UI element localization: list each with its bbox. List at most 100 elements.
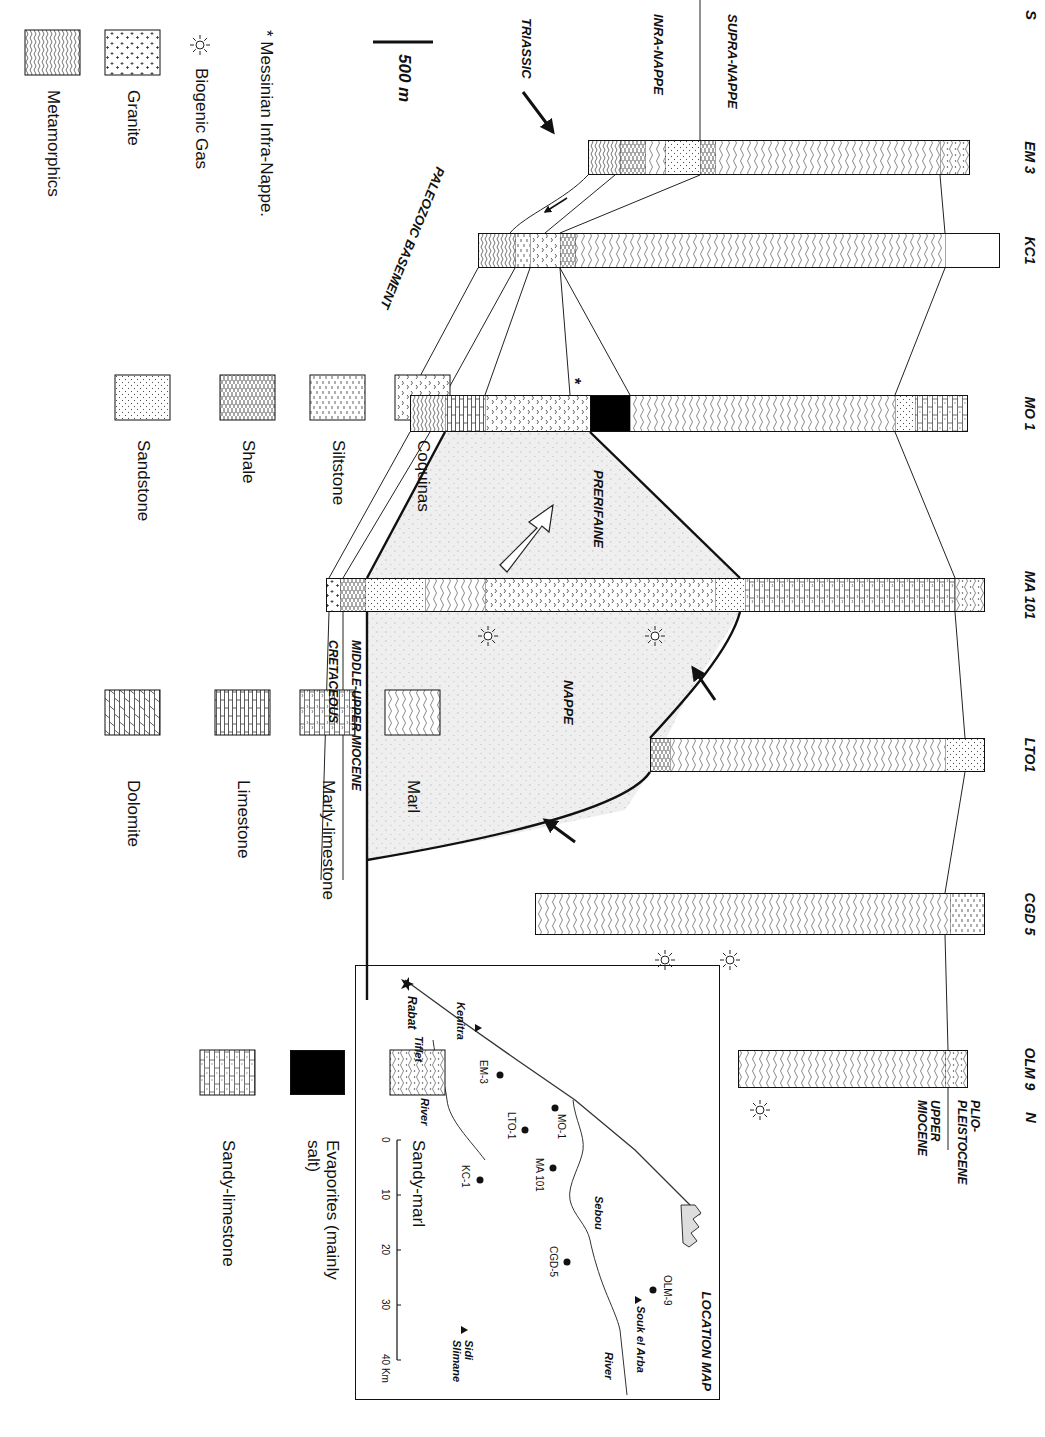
well-name: LTO1	[1022, 738, 1037, 773]
well-dot	[477, 1177, 484, 1184]
legend-label: Limestone	[233, 780, 252, 858]
coastline	[405, 980, 700, 1215]
gas-ray	[753, 1114, 756, 1117]
map-label: 40 Km	[380, 1354, 391, 1383]
map-label: Kenitra	[455, 1002, 467, 1040]
map-label: River	[603, 1352, 615, 1380]
lithology-unit	[620, 140, 645, 175]
legend-pattern	[215, 690, 270, 735]
section-label: INRA-NAPPE	[651, 14, 665, 95]
lithology-unit	[365, 578, 425, 612]
column-outline	[411, 396, 968, 432]
well-dot	[650, 1287, 657, 1294]
well-column: OLM 9	[738, 1050, 968, 1088]
map-symbols	[401, 977, 657, 1334]
map-label: Sidi Slimane	[451, 1340, 475, 1382]
well-name: MA 101	[1022, 571, 1037, 620]
map-label: CGD-5	[548, 1246, 559, 1277]
map-label: LTO-1	[506, 1112, 517, 1139]
map-label: MO-1	[556, 1114, 567, 1139]
legend-label: Coquinas	[413, 440, 432, 512]
hollow-arrow	[500, 505, 553, 572]
legend-swatch	[290, 1050, 345, 1095]
gas-symbol	[478, 626, 498, 646]
well-column: KC1	[478, 233, 1000, 268]
town-marker	[475, 1024, 482, 1032]
lithology-unit	[955, 578, 985, 612]
well-name: EM 3	[1022, 141, 1037, 174]
column-outline	[739, 1051, 968, 1088]
lithology-unit	[340, 578, 365, 612]
gas-symbols	[478, 626, 770, 1120]
gas-symbol	[190, 35, 210, 55]
gas-ray	[669, 953, 672, 956]
gas-ray	[671, 960, 675, 961]
gas-ray	[723, 964, 726, 967]
section-label: UPPER MIOCENE	[915, 1100, 941, 1170]
triassic-arrow	[523, 92, 553, 132]
lithology-unit	[895, 395, 915, 432]
lithology-unit	[445, 395, 485, 432]
gas-core	[651, 632, 659, 640]
well-dot	[550, 1165, 557, 1172]
gas-core	[661, 956, 669, 964]
gas-ray	[494, 636, 498, 637]
nappe-region	[367, 432, 740, 860]
lithology-unit	[715, 578, 745, 612]
column-outline	[327, 579, 985, 612]
map-title: LOCATION MAP	[699, 1292, 713, 1391]
lithology-unit	[950, 893, 985, 935]
lithology-unit	[945, 738, 985, 772]
lithology-unit	[738, 1050, 945, 1088]
well-column: EM 3	[588, 140, 970, 175]
cliff-hatch	[681, 1205, 701, 1247]
map-label: OLM-9	[662, 1275, 673, 1306]
gas-ray	[200, 35, 201, 39]
nappe-fill	[367, 432, 740, 860]
gas-ray	[488, 626, 489, 630]
column-outline	[589, 141, 970, 175]
gas-ray	[760, 1100, 761, 1104]
city-star	[401, 977, 414, 991]
gas-ray	[204, 49, 207, 52]
lithology-unit	[700, 140, 715, 175]
thrust-arrow	[693, 668, 715, 700]
well-name: CGD 5	[1022, 893, 1037, 936]
lithology-unit	[915, 395, 968, 432]
correlation-lines	[321, 0, 965, 1150]
section-label: *	[565, 378, 583, 384]
gas-ray	[730, 950, 731, 954]
gas-ray	[206, 45, 210, 46]
well-name: OLM 9	[1022, 1048, 1037, 1091]
lithology-unit	[945, 1050, 968, 1088]
well-column: LTO1	[650, 738, 985, 772]
triassic-fault	[510, 175, 588, 233]
gas-ray	[492, 629, 495, 632]
town-marker	[635, 1296, 642, 1304]
section-label: CRETACEOUS	[326, 640, 339, 723]
legend-label: Marly-limestone	[318, 780, 337, 900]
sebou-river	[570, 1100, 627, 1395]
lithology-log	[410, 395, 968, 432]
map-label: 30	[380, 1299, 391, 1310]
lithology-log	[535, 893, 985, 935]
lithology-log	[650, 738, 985, 772]
well-dot	[522, 1127, 529, 1134]
lithology-unit	[485, 578, 715, 612]
lithology-unit	[745, 578, 955, 612]
well-column: CGD 5	[535, 893, 985, 935]
gas-ray	[190, 45, 194, 46]
map-label: 0	[380, 1137, 391, 1143]
lithology-unit	[945, 233, 1000, 268]
gas-ray	[492, 640, 495, 643]
scale-bar-line	[373, 41, 433, 44]
section-label: SUPRA-NAPPE	[725, 14, 739, 109]
gas-core	[756, 1106, 764, 1114]
gas-core	[484, 632, 492, 640]
gas-ray	[478, 636, 482, 637]
gas-ray	[661, 636, 665, 637]
section-label: PALEOZOIC BASEMENT	[377, 165, 447, 311]
legend-pattern	[105, 30, 160, 75]
section-label: 500 m	[394, 54, 413, 102]
lithology-unit	[410, 395, 445, 432]
